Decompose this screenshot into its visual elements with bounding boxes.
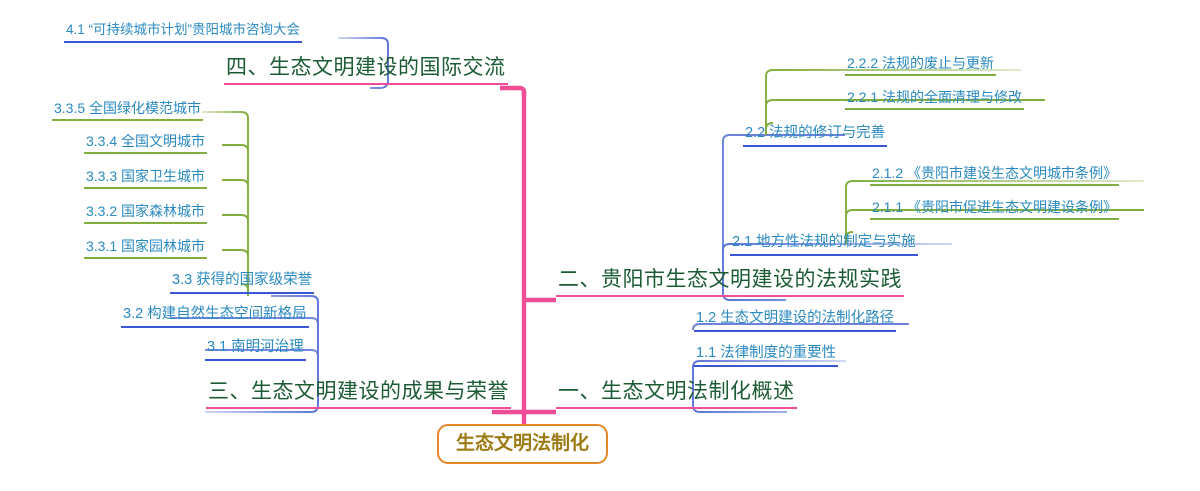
node-1-2[interactable]: 1.2 生态文明建设的法制化路径 — [694, 310, 897, 332]
node-3-3[interactable]: 3.3 获得的国家级荣誉 — [170, 272, 315, 294]
node-2-1[interactable]: 2.1 地方性法规的制定与实施 — [730, 234, 918, 256]
node-2-2-1[interactable]: 2.2.1 法规的全面清理与修改 — [845, 90, 1025, 110]
node-2-2-label: 2.2 法规的修订与完善 — [743, 126, 888, 147]
node-3-3-2[interactable]: 3.3.2 国家森林城市 — [84, 204, 208, 224]
node-1-2-label: 1.2 生态文明建设的法制化路径 — [694, 311, 897, 332]
node-1-1-label: 1.1 法律制度的重要性 — [694, 346, 839, 367]
node-3-3-3[interactable]: 3.3.3 国家卫生城市 — [84, 169, 208, 189]
node-2-1-2[interactable]: 2.1.2 《贵阳市建设生态文明城市条例》 — [870, 166, 1120, 186]
node-2-2-2[interactable]: 2.2.2 法规的废止与更新 — [845, 56, 997, 76]
node-3-3-1-label: 3.3.1 国家园林城市 — [84, 239, 208, 259]
node-3-3-2-label: 3.3.2 国家森林城市 — [84, 204, 208, 224]
root-node[interactable]: 生态文明法制化 — [437, 424, 609, 464]
node-3-3-5[interactable]: 3.3.5 全国绿化模范城市 — [52, 101, 204, 121]
node-4-1[interactable]: 4.1 “可持续城市计划”贵阳城市咨询大会 — [64, 22, 303, 43]
node-3-3-label: 3.3 获得的国家级荣誉 — [170, 273, 315, 294]
node-2-1-1[interactable]: 2.1.1 《贵阳市促进生态文明建设条例》 — [870, 200, 1120, 220]
node-3-3-1[interactable]: 3.3.1 国家园林城市 — [84, 239, 208, 259]
node-3-3-5-label: 3.3.5 全国绿化模范城市 — [52, 101, 204, 121]
node-3-3-4[interactable]: 3.3.4 全国文明城市 — [84, 134, 208, 154]
branch-node-1[interactable]: 一、生态文明法制化概述 — [556, 381, 797, 409]
branch-3-label: 三、生态文明建设的成果与荣誉 — [206, 381, 511, 409]
branch-2-label: 二、贵阳市生态文明建设的法规实践 — [556, 269, 904, 297]
node-1-1[interactable]: 1.1 法律制度的重要性 — [694, 345, 839, 367]
node-3-3-4-label: 3.3.4 全国文明城市 — [84, 134, 208, 154]
node-4-1-label: 4.1 “可持续城市计划”贵阳城市咨询大会 — [64, 23, 303, 43]
node-3-2-label: 3.2 构建自然生态空间新格局 — [121, 307, 309, 328]
branch-node-4[interactable]: 四、生态文明建设的国际交流 — [224, 57, 508, 85]
node-3-1-label: 3.1 南明河治理 — [205, 340, 306, 361]
branch-1-label: 一、生态文明法制化概述 — [556, 381, 797, 409]
node-3-2[interactable]: 3.2 构建自然生态空间新格局 — [121, 306, 309, 328]
node-2-2[interactable]: 2.2 法规的修订与完善 — [743, 125, 888, 147]
node-3-1[interactable]: 3.1 南明河治理 — [205, 339, 306, 361]
node-2-1-1-label: 2.1.1 《贵阳市促进生态文明建设条例》 — [870, 200, 1120, 220]
node-3-3-3-label: 3.3.3 国家卫生城市 — [84, 169, 208, 189]
branch-4-label: 四、生态文明建设的国际交流 — [224, 57, 508, 85]
branch-node-3[interactable]: 三、生态文明建设的成果与荣誉 — [206, 381, 511, 409]
branch-node-2[interactable]: 二、贵阳市生态文明建设的法规实践 — [556, 269, 904, 297]
node-2-2-2-label: 2.2.2 法规的废止与更新 — [845, 56, 997, 76]
node-2-2-1-label: 2.2.1 法规的全面清理与修改 — [845, 90, 1025, 110]
node-2-1-label: 2.1 地方性法规的制定与实施 — [730, 235, 918, 256]
node-2-1-2-label: 2.1.2 《贵阳市建设生态文明城市条例》 — [870, 166, 1120, 186]
